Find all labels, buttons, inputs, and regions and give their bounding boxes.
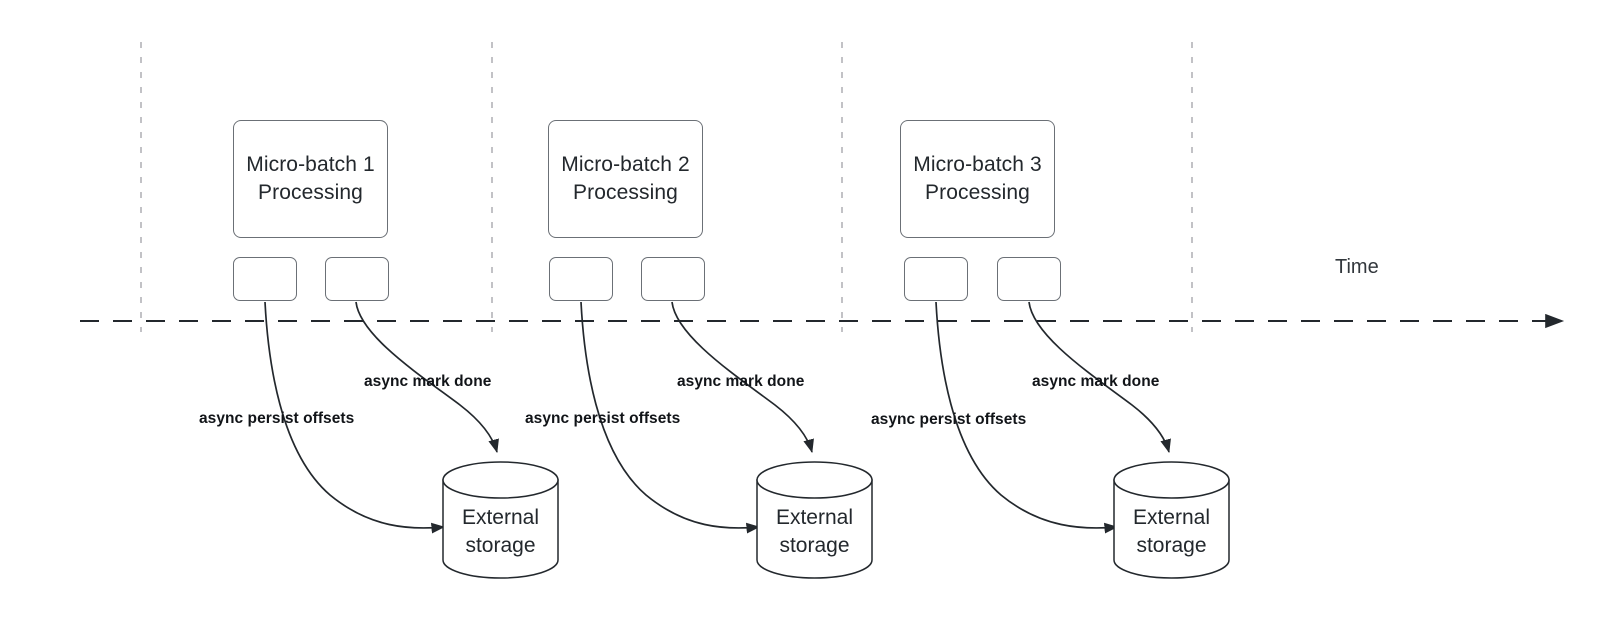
micro-batch-3-mark-done-label: async mark done: [1032, 373, 1160, 390]
batch-2-connectors: [580, 301, 814, 534]
timeline-tick-lines: [140, 42, 1193, 332]
external-storage-cylinder-3: [1113, 461, 1230, 579]
micro-batch-2-title-line1: Micro-batch 2: [561, 153, 690, 177]
micro-batch-3-slot-left[interactable]: [904, 257, 968, 301]
micro-batch-2-slot-left[interactable]: [549, 257, 613, 301]
external-storage-1-line1: External: [461, 506, 540, 529]
micro-batch-2-title: Micro-batch 2 Processing: [561, 151, 690, 206]
external-storage-1-line2: storage: [465, 533, 536, 557]
micro-batch-2-persist-offsets-label: async persist offsets: [525, 410, 681, 427]
batch-3-connectors: [935, 301, 1171, 534]
micro-batch-3-persist-offsets-label: async persist offsets: [871, 411, 1027, 428]
external-storage-cylinder-2: [756, 461, 873, 579]
persist-offsets-arrow-1: [264, 301, 446, 534]
micro-batch-1-processing-box[interactable]: Micro-batch 1 Processing: [233, 120, 388, 238]
external-storage-2[interactable]: External storage: [757, 462, 872, 578]
micro-batch-1-slot-right[interactable]: [325, 257, 389, 301]
micro-batch-1-persist-offsets-label: async persist offsets: [199, 410, 355, 427]
micro-batch-1-title: Micro-batch 1 Processing: [246, 151, 375, 206]
micro-batch-2-title-line2: Processing: [573, 181, 678, 204]
external-storage-3-line1: External: [1132, 506, 1211, 529]
external-storage-2-line1: External: [775, 506, 854, 529]
external-storage-shapes: [442, 461, 1230, 579]
external-storage-2-label: External storage: [757, 504, 872, 559]
time-axis-label: Time: [1335, 256, 1379, 278]
external-storage-3[interactable]: External storage: [1114, 462, 1229, 578]
external-storage-3-label: External storage: [1114, 504, 1229, 559]
external-storage-3-line2: storage: [1136, 533, 1207, 557]
micro-batch-1-mark-done-label: async mark done: [364, 373, 492, 390]
micro-batch-1-title-line2: Processing: [258, 181, 363, 204]
mark-done-arrow-3: [1028, 301, 1171, 453]
batch-1-connectors: [264, 301, 499, 534]
micro-batch-2-slot-right[interactable]: [641, 257, 705, 301]
external-storage-1-label: External storage: [443, 504, 558, 559]
mark-done-arrow-2: [671, 301, 814, 453]
micro-batch-3-title: Micro-batch 3 Processing: [913, 151, 1042, 206]
external-storage-cylinder-1: [442, 461, 559, 579]
external-storage-1[interactable]: External storage: [443, 462, 558, 578]
micro-batch-3-title-line1: Micro-batch 3: [913, 153, 1042, 177]
micro-batch-1-title-line1: Micro-batch 1: [246, 153, 375, 177]
micro-batch-1-slot-left[interactable]: [233, 257, 297, 301]
mark-done-arrow-1: [355, 301, 499, 453]
micro-batch-2-mark-done-label: async mark done: [677, 373, 805, 390]
micro-batch-3-slot-right[interactable]: [997, 257, 1061, 301]
micro-batch-2-processing-box[interactable]: Micro-batch 2 Processing: [548, 120, 703, 238]
persist-offsets-arrow-3: [935, 301, 1119, 534]
external-storage-2-line2: storage: [779, 533, 850, 557]
persist-offsets-arrow-2: [580, 301, 761, 534]
micro-batch-3-processing-box[interactable]: Micro-batch 3 Processing: [900, 120, 1055, 238]
micro-batch-3-title-line2: Processing: [925, 181, 1030, 204]
